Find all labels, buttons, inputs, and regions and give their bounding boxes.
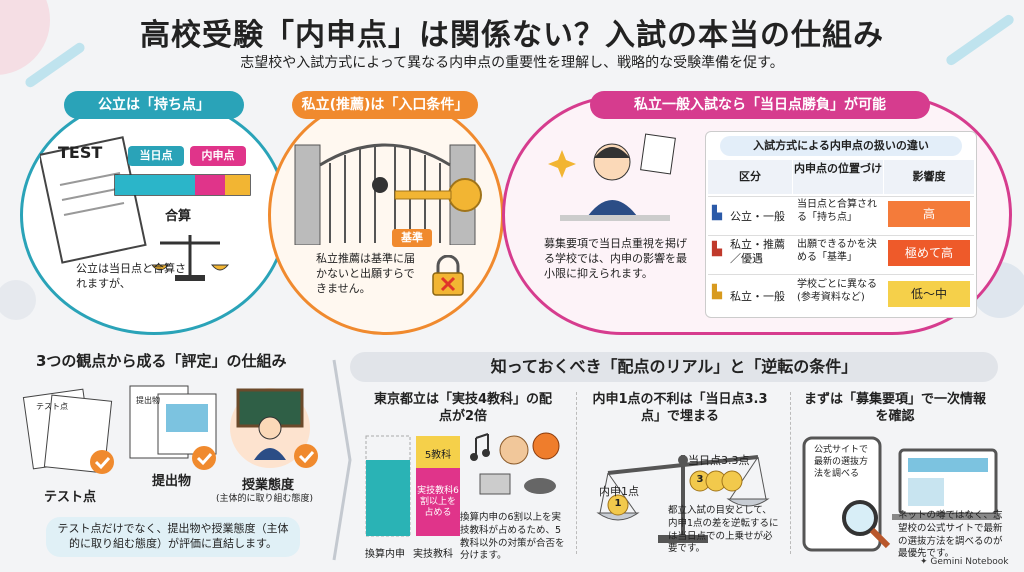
evaluation-heading: 3つの観点から成る「評定」の仕組み	[36, 352, 287, 370]
bar-label-naishin: 内申点	[190, 146, 246, 166]
table-cell-position: 当日点と合算される「持ち点」	[797, 199, 877, 223]
axis-label-converted: 換算内申	[365, 549, 405, 560]
sum-label: 合算	[165, 209, 192, 224]
column-divider	[790, 392, 791, 554]
bar-label-day-score: 当日点	[128, 146, 184, 166]
private-general-heading: 私立一般入試なら「当日点勝負」が可能	[590, 91, 930, 119]
public-caption: 公立は当日点と合算されますが、	[76, 262, 186, 290]
col3-title: まずは「募集要項」で一次情報を確認	[803, 392, 986, 424]
locked-padlock-icon	[432, 255, 464, 296]
axis-label-practical: 実技教科	[413, 549, 453, 560]
page-subtitle: 志望校や入試方式によって異なる内申点の重要性を理解し、戦略的な受験準備を促す。	[240, 55, 784, 71]
item-label-test: テスト点	[44, 490, 97, 505]
table-cell-category: 公立・一般	[730, 210, 785, 223]
impact-badge: 低〜中	[888, 281, 970, 307]
column-divider	[576, 392, 577, 554]
table-header-position: 内申点の位置づけ	[793, 160, 883, 194]
table-cell-category: 私立・推薦／優遇	[730, 238, 785, 266]
item-label-submission: 提出物	[152, 474, 192, 489]
scale-label-right: 当日点3.3点	[688, 454, 750, 467]
table-header-impact: 影響度	[884, 160, 974, 194]
table-row	[708, 274, 974, 314]
col2-caption: 都立入試の目安として、内申1点の差を逆転するには当日点での上乗せが必要です。	[668, 505, 779, 555]
doc-label-test: テスト点	[36, 402, 68, 411]
table-row	[708, 196, 974, 234]
evaluation-illustrations	[22, 385, 318, 474]
doc-label-submission: 提出物	[136, 396, 160, 405]
table-header-category: 区分	[708, 160, 792, 194]
private-rec-caption: 私立推薦は基準に届かないと出願すらできません。	[316, 252, 415, 295]
col3-caption: ネットの噂ではなく、志望校の公式サイトで最新の選抜方法を調べるのが最優先です。	[898, 510, 1003, 560]
public-heading: 公立は「持ち点」	[64, 91, 244, 119]
score-bar-chart	[365, 435, 460, 537]
student-writing-illustration	[548, 133, 676, 221]
col2-title: 内申1点の不利は「当日点3.3点」で埋まる	[592, 392, 768, 424]
scale-illustration	[596, 455, 770, 543]
coin-left-value: 1	[614, 498, 622, 509]
item-label-attitude: 授業態度	[242, 478, 295, 493]
bar-label-core: 5教科	[424, 450, 452, 461]
sparkle-icon: ✦	[920, 557, 928, 567]
practical-subjects-icons	[470, 432, 560, 495]
tablet-screen-text: 公式サイトで最新の選抜方法を調べる	[814, 445, 869, 480]
evaluation-caption: テスト点だけでなく、提出物や授業態度（主体的に取り組む態度）が評価に直結します。	[46, 517, 300, 557]
private-rec-heading: 私立(推薦)は「入口条件」	[292, 91, 478, 119]
table-row	[708, 235, 974, 273]
coin-right-value: 3	[696, 474, 704, 485]
school-icon: ▙	[712, 206, 722, 221]
table-title: 入試方式による内申点の扱いの違い	[720, 136, 962, 156]
bar-label-practical: 実技教科6割以上を占める	[417, 486, 459, 518]
page-title: 高校受験「内申点」は関係ない？入試の本当の仕組み	[140, 18, 884, 53]
impact-badge: 極めて高	[888, 240, 970, 266]
school-icon: ▙	[712, 285, 722, 300]
public-illustration	[40, 136, 251, 281]
gate-illustration	[294, 143, 482, 245]
footer-brand: ✦ Gemini Notebook	[920, 557, 1009, 567]
private-general-caption: 募集要項で当日点重視を掲げる学校では、内申の影響を最小限に抑えられます。	[544, 237, 687, 280]
chevron-right-icon	[332, 359, 352, 561]
test-paper-label: TEST	[58, 143, 103, 162]
school-icon: ▙	[712, 242, 722, 257]
scale-label-left: 内申1点	[599, 485, 639, 498]
col1-caption: 換算内申の6割以上を実技教科が占めるため、5教科以外の対策が合否を分けます。	[460, 512, 565, 562]
impact-badge: 高	[888, 201, 970, 227]
reality-heading: 知っておくべき「配点のリアル」と「逆転の条件」	[350, 352, 998, 382]
table-cell-position: 出願できるかを決める「基準」	[797, 239, 877, 263]
table-cell-category: 私立・一般	[730, 290, 785, 303]
devices-illustration	[802, 436, 1000, 552]
table-cell-position: 学校ごとに異なる(参考資料など)	[797, 279, 877, 303]
key-label-standard: 基準	[392, 229, 432, 247]
item-sublabel-attitude: (主体的に取り組む態度)	[216, 494, 314, 504]
col1-title: 東京都立は「実技4教科」の配点が2倍	[373, 392, 553, 424]
